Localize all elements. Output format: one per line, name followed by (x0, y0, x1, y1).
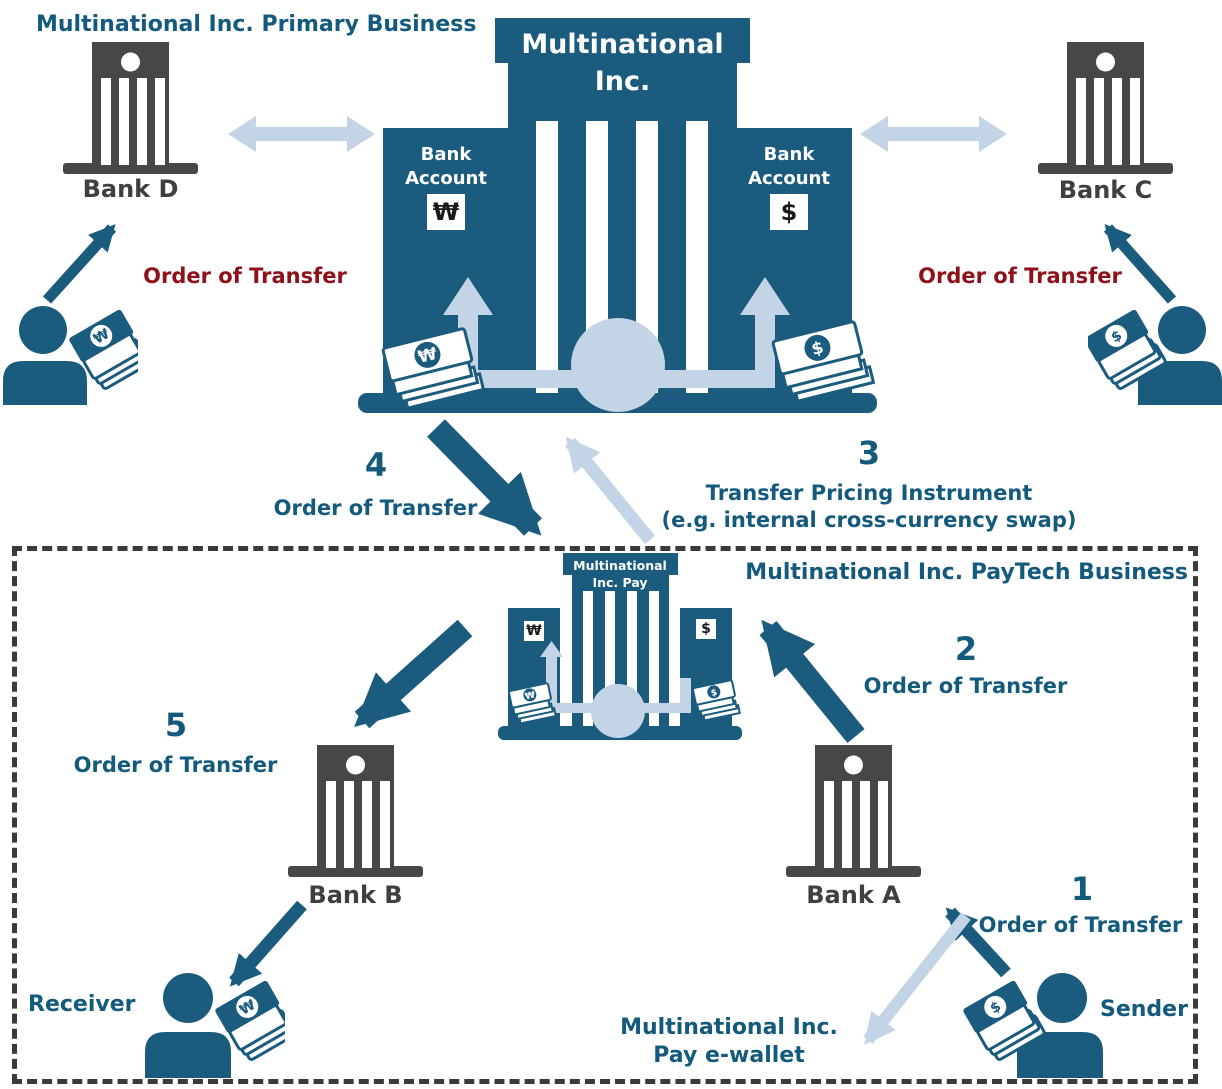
bank-c-icon (1038, 42, 1173, 174)
receiver-won-cash-icon: ₩ (215, 980, 285, 1061)
dollar-currency-badge: $ (770, 194, 808, 230)
sender-dollar-cash-icon: $ (963, 980, 1046, 1061)
step4-label: Order of Transfer (273, 496, 478, 520)
step4-number: 4 (364, 446, 388, 484)
bank-account-left: Bank Account ₩ (383, 143, 509, 230)
pay-dollar-badge: $ (696, 619, 716, 639)
orderer-left-person-icon: ₩ (3, 306, 138, 405)
svg-text:$: $ (710, 688, 718, 699)
svg-text:$: $ (810, 338, 826, 360)
pay-dollar-money-stack-icon: $ (691, 679, 741, 722)
step3-number: 3 (857, 434, 881, 472)
bank-account-right: Bank Account $ (726, 143, 852, 230)
bank-a-label: Bank A (806, 881, 901, 909)
main-building-name: Multinational Inc. (495, 26, 750, 100)
pay-won-money-stack-icon: ₩ (507, 682, 557, 725)
bank-d-label: Bank D (82, 175, 179, 203)
bank-account-left-line2: Account (405, 168, 487, 189)
step3-label-line2: (e.g. internal cross-currency swap) (661, 508, 1077, 532)
bank-account-right-line2: Account (748, 168, 830, 189)
pay-internal-flow-pipe-icon (540, 641, 691, 713)
step2-label: Order of Transfer (863, 674, 1068, 698)
won-currency-badge: ₩ (427, 194, 465, 230)
bankd-building-double-arrow-icon (228, 116, 375, 152)
order-of-transfer-left-label: Order of Transfer (143, 264, 347, 288)
step5-number: 5 (164, 706, 188, 744)
multinational-inc-pay-building-icon: ₩ $ (498, 553, 742, 740)
svg-text:₩: ₩ (416, 344, 439, 368)
pay-won-badge: ₩ (524, 621, 544, 641)
step2-number: 2 (954, 630, 978, 668)
bank-account-left-line1: Bank (420, 144, 472, 165)
bank-b-label: Bank B (308, 881, 403, 909)
bank-b-icon (288, 745, 423, 877)
ewallet-label-line2: Pay e-wallet (653, 1043, 805, 1068)
won-money-stack-icon: ₩ (381, 327, 486, 411)
step3-label-line1: Transfer Pricing Instrument (705, 481, 1033, 505)
sender-person-icon: $ (963, 973, 1103, 1078)
ewallet-label: Multinational Inc. Pay e-wallet (598, 1014, 860, 1070)
svg-text:₩: ₩ (524, 690, 536, 702)
primary-section-title: Multinational Inc. Primary Business (36, 12, 477, 37)
main-building-name-line2: Inc. (594, 66, 651, 97)
sender-label: Sender (1100, 997, 1188, 1022)
ewallet-label-line1: Multinational Inc. (620, 1015, 838, 1040)
main-building-name-line1: Multinational (521, 29, 724, 60)
bankc-building-double-arrow-icon (860, 116, 1007, 152)
multinational-inc-building-icon: ₩ $ (358, 18, 877, 413)
paytech-section-title: Multinational Inc. PayTech Business (745, 560, 1188, 585)
bank-d-icon (63, 42, 198, 174)
orderer-right-person-icon: $ (1088, 306, 1222, 405)
dollar-cash-icon: $ (1088, 309, 1167, 390)
bank-a-icon (786, 745, 921, 877)
bank-c-label: Bank C (1058, 176, 1153, 204)
order-left-arrow-icon (42, 224, 117, 304)
step1-label: Order of Transfer (978, 913, 1183, 937)
step1-number: 1 (1070, 870, 1094, 908)
bank-account-right-line1: Bank (763, 144, 815, 165)
step5-label: Order of Transfer (73, 753, 278, 777)
pay-building-name-line1: Multinational (573, 558, 667, 573)
paytech-boundary-box (12, 546, 1198, 1084)
receiver-person-icon: ₩ (145, 973, 285, 1078)
dollar-money-stack-icon: $ (771, 320, 876, 404)
receiver-label: Receiver (28, 992, 136, 1017)
won-cash-icon: ₩ (69, 309, 138, 390)
order-of-transfer-right-label: Order of Transfer (918, 264, 1122, 288)
pay-building-name-line2: Inc. Pay (592, 575, 648, 590)
pay-building-name: Multinational Inc. Pay (563, 557, 677, 591)
